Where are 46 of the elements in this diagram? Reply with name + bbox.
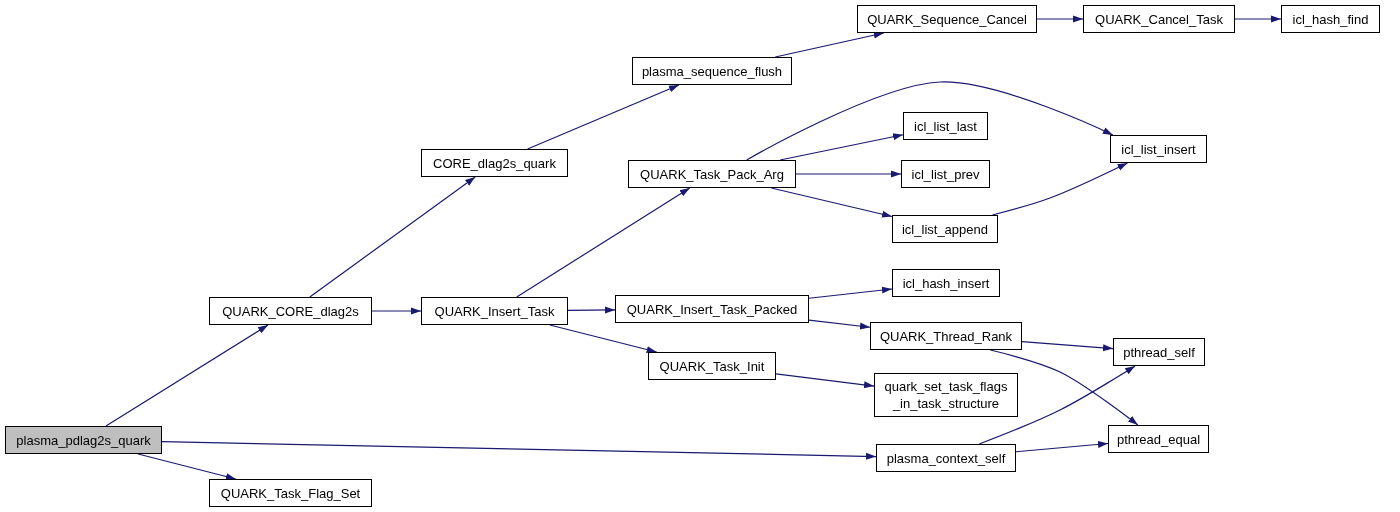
arrow (774, 31, 885, 58)
arrow (770, 187, 893, 218)
arrow (527, 84, 680, 150)
function-box: QUARK_CORE_dlag2s (209, 297, 372, 325)
arrow (1021, 341, 1114, 352)
arrow (1036, 15, 1084, 23)
function-box: pthread_self (1113, 338, 1205, 366)
arrow (1234, 15, 1282, 23)
arrow (779, 133, 904, 161)
arrow (808, 286, 893, 299)
highlighted-function-box: plasma_pdlag2s_quark (5, 426, 162, 454)
arrow (746, 81, 1114, 161)
function-box: QUARK_Insert_Task_Packed (615, 295, 809, 323)
function-box: QUARK_Task_Pack_Arg (628, 160, 796, 188)
function-box: CORE_dlag2s_quark (421, 149, 568, 177)
arrow (549, 324, 658, 353)
arrow (795, 170, 902, 178)
arrow (309, 176, 476, 298)
arrow (978, 365, 1136, 445)
arrow (137, 453, 237, 480)
arrow (567, 306, 616, 314)
function-box: quark_set_task_flags _in_task_structure (874, 373, 1018, 417)
function-box: plasma_sequence_flush (632, 57, 792, 85)
function-box: icl_list_prev (901, 160, 990, 188)
function-box: icl_list_append (892, 215, 998, 243)
arrow (1015, 440, 1109, 453)
function-box: QUARK_Task_Init (648, 352, 776, 380)
arrow (516, 187, 691, 298)
arrow (808, 319, 871, 330)
function-box: QUARK_Sequence_Cancel (857, 5, 1037, 33)
function-box: QUARK_Thread_Rank (870, 322, 1022, 350)
function-box: QUARK_Cancel_Task (1083, 5, 1235, 33)
function-box: pthread_equal (1108, 425, 1209, 453)
arrow (161, 441, 877, 460)
function-box: icl_list_last (903, 112, 988, 140)
arrow (991, 162, 1129, 216)
function-box: QUARK_Insert_Task (421, 297, 568, 325)
function-box: QUARK_Task_Flag_Set (209, 479, 372, 507)
arrow (371, 307, 422, 315)
function-box: icl_hash_find (1281, 5, 1380, 33)
function-box: plasma_context_self (876, 444, 1016, 472)
arrow (105, 324, 269, 427)
arrow (989, 349, 1139, 426)
function-box: icl_hash_insert (892, 269, 1000, 297)
function-box: icl_list_insert (1110, 135, 1207, 163)
arrow (775, 373, 875, 389)
